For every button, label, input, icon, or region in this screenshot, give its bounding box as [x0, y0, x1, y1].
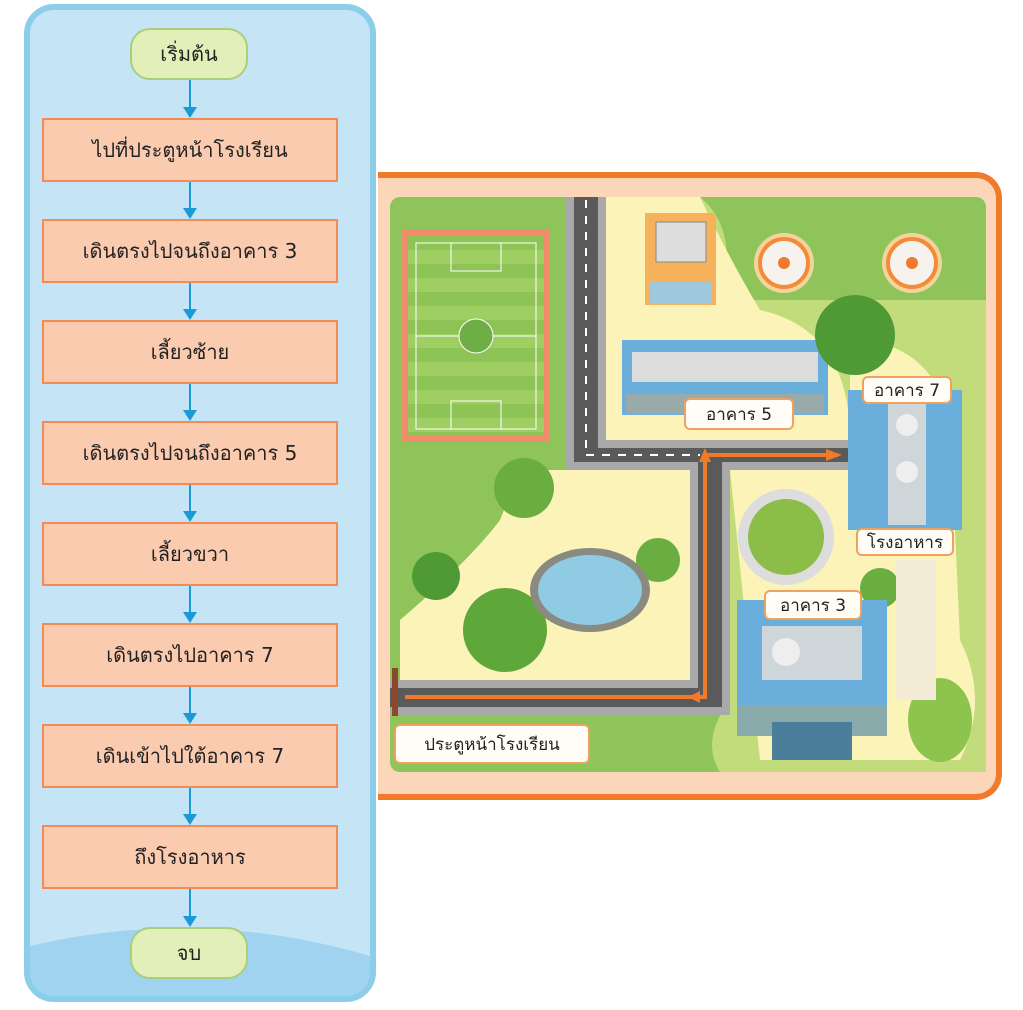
route-arrow-east-2 [826, 449, 842, 461]
gate-post [392, 668, 398, 716]
label-building-5: อาคาร 5 [684, 398, 794, 430]
route-arrow-north [699, 448, 711, 462]
walkway [896, 560, 936, 700]
step-5: เลี้ยวขวา [42, 522, 338, 586]
building-3-shape [737, 600, 887, 760]
step-6: เดินตรงไปอาคาร 7 [42, 623, 338, 687]
step-8: ถึงโรงอาหาร [42, 825, 338, 889]
route-path [405, 453, 838, 699]
label-building-7: อาคาร 7 [862, 376, 952, 404]
flow-arrow [183, 485, 197, 522]
route-arrow-east-1 [688, 691, 700, 703]
building-7-shape [848, 390, 962, 530]
step-1: ไปที่ประตูหน้าโรงเรียน [42, 118, 338, 182]
flow-arrow [183, 283, 197, 320]
flow-arrow [183, 788, 197, 825]
label-canteen: โรงอาหาร [856, 528, 954, 556]
end-terminator: จบ [130, 927, 248, 979]
step-4: เดินตรงไปจนถึงอาคาร 5 [42, 421, 338, 485]
school-map [390, 197, 986, 772]
flow-arrow [183, 889, 197, 927]
start-terminator: เริ่มต้น [130, 28, 248, 80]
step-2: เดินตรงไปจนถึงอาคาร 3 [42, 219, 338, 283]
flow-arrow [183, 687, 197, 724]
flow-arrow [183, 384, 197, 421]
umbrella-tables [754, 233, 942, 293]
flow-arrow [183, 80, 197, 118]
step-3: เลี้ยวซ้าย [42, 320, 338, 384]
step-7: เดินเข้าไปใต้อาคาร 7 [42, 724, 338, 788]
label-building-3: อาคาร 3 [764, 590, 862, 620]
building-small-orange [645, 213, 716, 305]
label-school-gate: ประตูหน้าโรงเรียน [394, 724, 590, 764]
flow-arrow [183, 586, 197, 623]
roads [390, 197, 850, 715]
flow-arrow [183, 182, 197, 219]
